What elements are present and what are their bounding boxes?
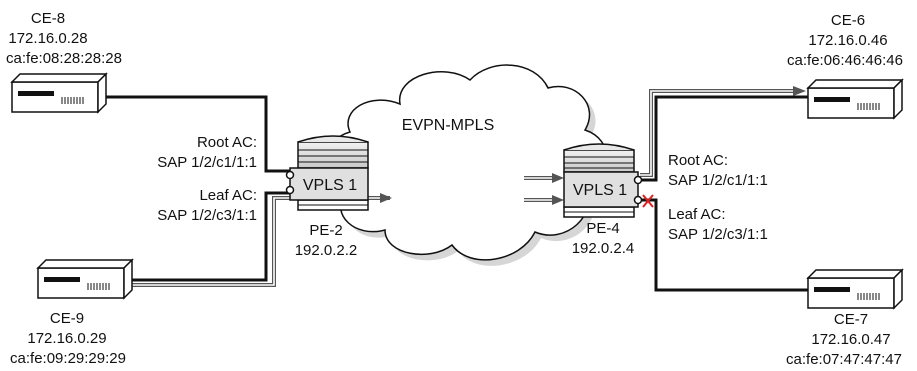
pe-4-leaf-ac-title: Leaf AC: (668, 206, 726, 223)
ce-7-device (806, 268, 904, 310)
evpn-mpls-cloud: EVPN-MPLS (325, 64, 613, 266)
link-ce8-pe2 (95, 95, 290, 173)
pe-2-ip: 192.0.2.2 (295, 242, 358, 259)
ce-9-ip: 172.16.0.29 (27, 330, 106, 347)
ce-8-name: CE-8 (31, 10, 65, 27)
ce-6-mac: ca:fe:06:46:46:46 (787, 52, 903, 69)
pe-4-vpls-label: VPLS 1 (573, 182, 627, 199)
pe-2-leaf-sap[interactable] (285, 185, 295, 195)
ce-9-name: CE-9 (50, 310, 84, 327)
pe-4-ip: 192.0.2.4 (572, 240, 635, 257)
pe-4-name: PE-4 (586, 220, 619, 237)
pe-2-router: VPLS 1 (285, 135, 369, 211)
ce-7-mac: ca:fe:07:47:47:47 (786, 351, 902, 368)
pe-2-root-ac-title: Root AC: (197, 134, 257, 151)
ce-6-device (806, 78, 904, 120)
pe-4-router: VPLS 1 (563, 143, 654, 218)
arrowhead-pe2-out (380, 193, 392, 203)
pe-4-leaf-ac-sap: SAP 1/2/c3/1:1 (668, 226, 768, 243)
ce-6-name: CE-6 (831, 12, 865, 29)
x-mark-icon (642, 194, 654, 208)
pe-2-vpls-label: VPLS 1 (303, 177, 357, 194)
ce-9-device (36, 258, 134, 300)
pe-4-vpls-box[interactable] (563, 171, 639, 208)
pe-4-root-ac-sap: SAP 1/2/c1/1:1 (668, 172, 768, 189)
cloud-label: EVPN-MPLS (402, 117, 494, 134)
link-pe4-ce6 (640, 95, 808, 182)
pe-2-leaf-ac-title: Leaf AC: (199, 187, 257, 204)
pe-2-vpls-box[interactable] (289, 167, 369, 201)
pe-2-leaf-ac-sap: SAP 1/2/c3/1:1 (157, 207, 257, 224)
ce-7-name: CE-7 (834, 311, 868, 328)
pe-4-root-sap[interactable] (633, 175, 643, 185)
ce-8-mac: ca:fe:08:28:28:28 (6, 50, 122, 67)
ce-8-ip: 172.16.0.28 (8, 30, 87, 47)
ce-9-mac: ca:fe:09:29:29:29 (10, 350, 126, 367)
pe-4-leaf-sap[interactable] (633, 195, 643, 205)
pe-2-root-sap[interactable] (285, 170, 295, 180)
ce-8-device (10, 72, 108, 114)
router-icon (563, 143, 635, 218)
ce-6-ip: 172.16.0.46 (808, 32, 887, 49)
link-ce9-pe2 (122, 191, 290, 282)
ce-7-ip: 172.16.0.47 (811, 331, 890, 348)
pe-2-name: PE-2 (309, 222, 342, 239)
pe-2-root-ac-sap: SAP 1/2/c1/1:1 (157, 154, 257, 171)
pe-4-root-ac-title: Root AC: (668, 152, 728, 169)
